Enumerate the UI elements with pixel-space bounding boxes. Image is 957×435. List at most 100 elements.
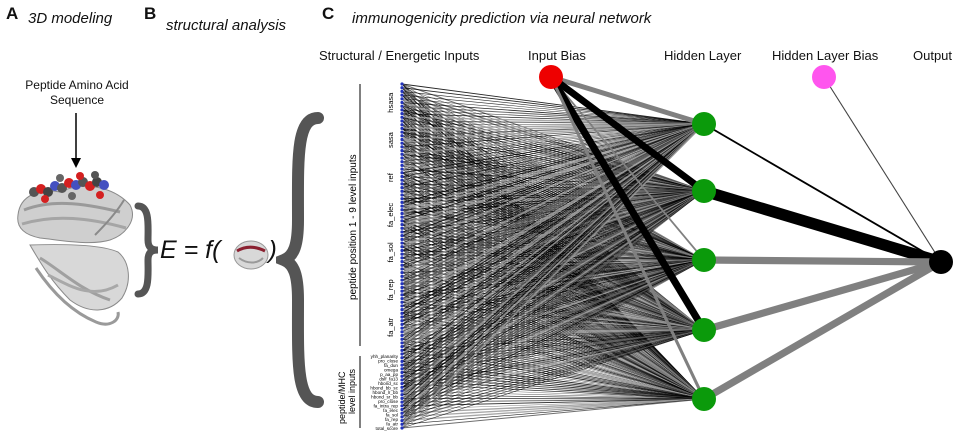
input-hidden-edge (401, 123, 705, 262)
sequence-label-line1: Peptide Amino Acid (25, 78, 129, 92)
input-hidden-edge (401, 190, 705, 429)
position-term-label: ref (386, 172, 395, 182)
mhc-term-label: yhh_planarity (371, 354, 399, 359)
input-node (400, 160, 404, 164)
input-hidden-edge (401, 124, 705, 400)
input-bias-edge (550, 74, 705, 127)
input-hidden-edge (401, 87, 705, 125)
input-hidden-edge (401, 259, 705, 363)
input-hidden-edge (401, 329, 705, 422)
input-hidden-edge (401, 123, 705, 181)
hidden-output-edge (702, 185, 943, 268)
input-node (400, 252, 404, 256)
input-hidden-edge (401, 101, 705, 192)
input-node (400, 248, 404, 253)
position-term-label: fa_sol (386, 242, 395, 262)
mhc-group-label-line1: peptide/MHC (337, 371, 347, 424)
mhc-term-label: hbond_lr_bb (372, 390, 398, 395)
mhc-term-label: fa_rep (385, 417, 398, 422)
input-node (400, 230, 404, 234)
input-node (400, 171, 404, 175)
input-node (400, 308, 404, 312)
input-hidden-edge (401, 364, 705, 400)
input-hidden-edge (401, 123, 705, 148)
input-hidden-edge (401, 123, 705, 240)
input-node (400, 370, 404, 375)
input-hidden-edge (401, 123, 705, 200)
equation-rhs: ) (268, 236, 277, 264)
input-node (400, 356, 404, 360)
input-hidden-edge (401, 83, 705, 125)
input-hidden-edge (401, 379, 705, 400)
panel-title-a: 3D modeling (28, 10, 113, 27)
input-node (400, 330, 404, 334)
panel-title-b: structural analysis (166, 17, 287, 34)
input-hidden-edge (401, 259, 705, 285)
protein-structure-illustration (17, 113, 133, 326)
input-hidden-edge (401, 123, 705, 384)
input-node (400, 208, 404, 212)
mhc-group-label-line2: level inputs (347, 368, 357, 414)
input-hidden-edge (401, 259, 705, 322)
input-hidden-edge (401, 123, 705, 259)
input-node (400, 374, 404, 378)
input-hidden-edge (401, 102, 705, 400)
output-node (929, 250, 953, 274)
input-node (400, 163, 404, 167)
input-hidden-edge (401, 398, 705, 422)
input-node (400, 400, 404, 404)
position-group-label: peptide position 1 - 9 level inputs (348, 154, 359, 300)
input-hidden-edge (401, 128, 705, 192)
input-node (400, 241, 404, 245)
input-node (400, 345, 404, 349)
input-hidden-edge (401, 123, 705, 215)
mhc-term-label: dslf_fa13 (379, 377, 398, 382)
hidden-node (692, 179, 716, 203)
equation-lhs: E = f( (160, 236, 221, 264)
protein-thumbnail (233, 240, 269, 270)
input-node (400, 115, 404, 119)
input-hidden-edge (401, 123, 705, 196)
input-bias-node (539, 65, 563, 89)
input-hidden-edge (401, 312, 705, 400)
input-node (400, 245, 404, 249)
input-node (400, 204, 404, 208)
mhc-term-label: fa_sol (386, 413, 398, 418)
input-bias-edge (547, 75, 708, 332)
hidden-node (692, 318, 716, 342)
input-hidden-edge (401, 186, 705, 192)
input-hidden-edge (401, 91, 705, 125)
input-hidden-edge (401, 123, 705, 170)
input-hidden-edge (401, 259, 705, 373)
input-hidden-edge (401, 123, 705, 159)
input-node (400, 289, 404, 293)
input-hidden-edge (401, 123, 705, 266)
header-input-bias: Input Bias (528, 48, 586, 63)
input-hidden-edge (401, 329, 705, 414)
position-term-label: hsasa (386, 92, 395, 113)
input-hidden-edge (401, 242, 705, 400)
input-hidden-edge (401, 259, 705, 355)
input-node (400, 104, 404, 108)
input-node (400, 219, 404, 223)
input-hidden-edge (401, 259, 705, 421)
input-hidden-edge (401, 259, 705, 281)
hidden-bias-node (812, 65, 836, 89)
input-hidden-edge (401, 123, 705, 414)
input-hidden-edge (401, 123, 705, 337)
panel-letter-c: C (322, 4, 335, 23)
input-node (400, 82, 404, 86)
input-hidden-edge (401, 105, 705, 125)
input-hidden-edge (401, 123, 705, 141)
input-node (400, 234, 404, 238)
input-hidden-edge (401, 329, 705, 377)
input-hidden-edge (401, 259, 705, 370)
input-hidden-edge (401, 383, 705, 400)
input-node (400, 348, 404, 352)
input-hidden-edge (401, 259, 705, 403)
input-hidden-edge (401, 259, 705, 314)
input-node (400, 226, 404, 230)
input-hidden-edge (401, 398, 705, 429)
input-hidden-edge (401, 190, 705, 407)
input-hidden-edge (401, 105, 705, 261)
